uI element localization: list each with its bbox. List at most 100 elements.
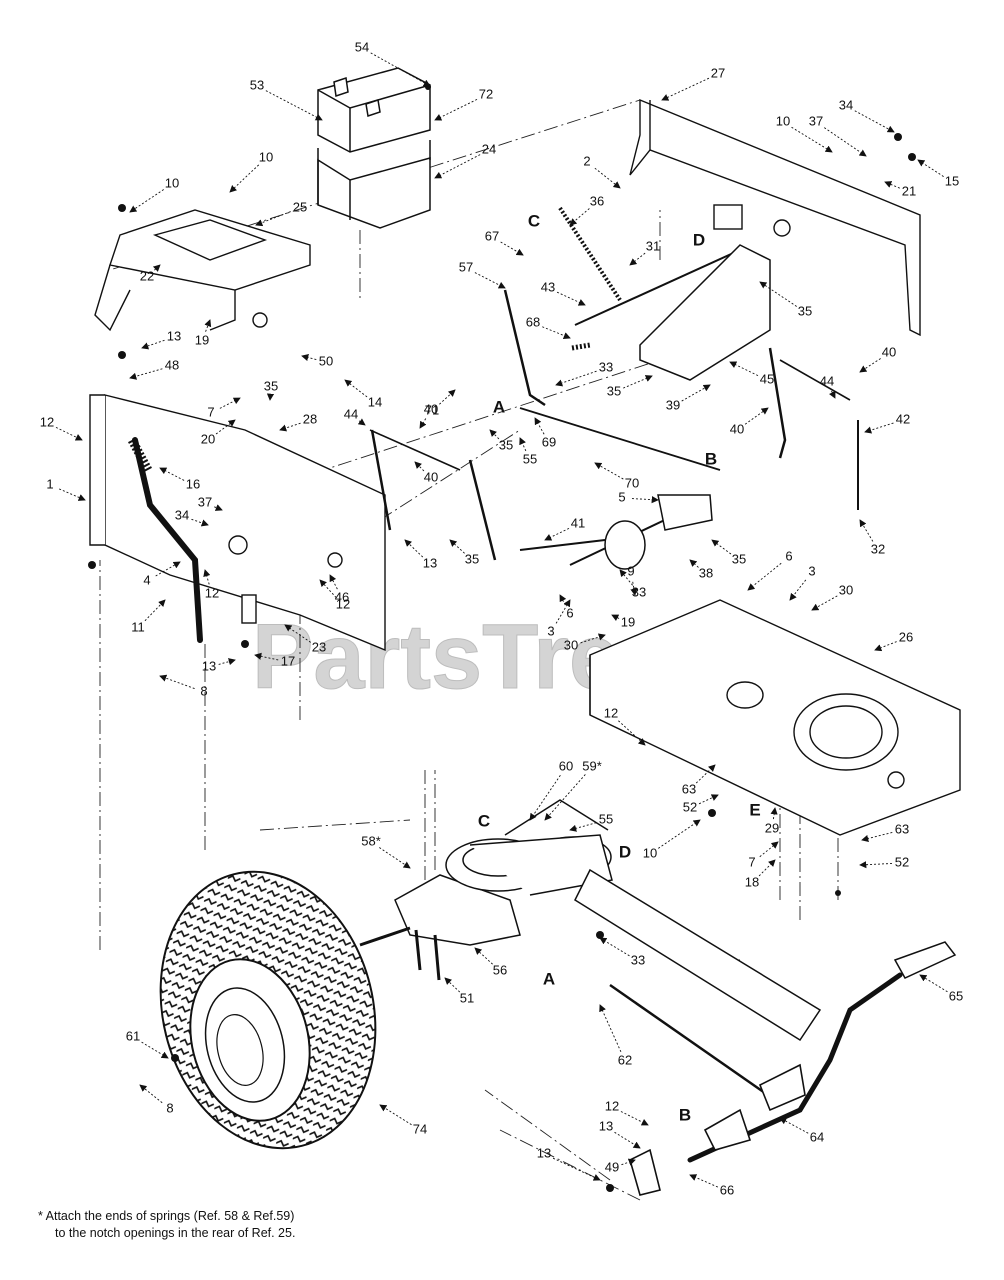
connection-letter-b-49: B bbox=[705, 449, 717, 468]
callout-40-43: 40 bbox=[424, 401, 438, 416]
leader-line-35-59 bbox=[711, 539, 732, 555]
callout-43-21: 43 bbox=[541, 279, 555, 294]
leader-line-16-50 bbox=[159, 467, 185, 481]
leader-line-35-58 bbox=[449, 539, 465, 554]
leader-line-21-9 bbox=[884, 181, 900, 189]
leader-line-56-99 bbox=[474, 947, 493, 965]
callout-49-111: 49 bbox=[605, 1159, 619, 1174]
callout-20-34: 20 bbox=[201, 431, 215, 446]
callout-67-18: 67 bbox=[485, 228, 499, 243]
leader-line-13-78 bbox=[218, 658, 236, 666]
battery-part bbox=[317, 67, 431, 153]
leader-line-59-85 bbox=[544, 774, 586, 821]
callout-62-103: 62 bbox=[618, 1052, 632, 1067]
callout-35-59: 35 bbox=[732, 551, 746, 566]
leader-line-38-65 bbox=[689, 559, 699, 568]
callout-37-53: 37 bbox=[198, 494, 212, 509]
leader-line-64-107 bbox=[779, 1117, 809, 1134]
callout-6-70: 6 bbox=[785, 548, 792, 563]
callout-18-96: 18 bbox=[745, 874, 759, 889]
leader-line-74-106 bbox=[379, 1104, 412, 1126]
connection-letter-c-15: C bbox=[528, 211, 540, 230]
leader-line-8-105 bbox=[139, 1084, 163, 1104]
leader-line-10-11 bbox=[129, 189, 164, 213]
callout-71-36: 71 bbox=[425, 402, 439, 417]
leader-line-44-39 bbox=[357, 418, 366, 426]
callout-36-14: 36 bbox=[590, 193, 604, 208]
callout-40-31: 40 bbox=[882, 344, 896, 359]
callout-56-99: 56 bbox=[493, 962, 507, 977]
callout-50-25: 50 bbox=[319, 353, 333, 368]
callout-63-92: 63 bbox=[895, 821, 909, 836]
leader-line-50-25 bbox=[301, 354, 317, 362]
connection-letter-e-88: E bbox=[749, 800, 760, 819]
leader-line-10-6 bbox=[791, 126, 833, 153]
footnote: * Attach the ends of springs (Ref. 58 & … bbox=[38, 1208, 458, 1242]
leader-line-34-5 bbox=[854, 110, 895, 133]
leader-line-51-101 bbox=[444, 977, 461, 993]
leader-line-70-52 bbox=[594, 462, 624, 480]
leader-line-15-8 bbox=[917, 159, 944, 177]
callout-55-42: 55 bbox=[523, 451, 537, 466]
leader-lines bbox=[55, 52, 948, 1188]
callout-13-24: 13 bbox=[167, 328, 181, 343]
callout-1-51: 1 bbox=[46, 476, 53, 491]
callout-33-64: 33 bbox=[632, 584, 646, 599]
leader-line-31-19 bbox=[629, 252, 646, 266]
hardware-dots bbox=[88, 84, 916, 1192]
leader-line-43-21 bbox=[556, 291, 586, 306]
leader-line-28-47 bbox=[279, 422, 301, 432]
callout-4-62: 4 bbox=[143, 572, 150, 587]
callout-3-71: 3 bbox=[808, 563, 815, 578]
callout-35-32: 35 bbox=[264, 378, 278, 393]
leader-line-40-31 bbox=[859, 358, 881, 373]
callout-17-77: 17 bbox=[281, 653, 295, 668]
leader-line-34-54 bbox=[191, 518, 209, 527]
callout-44-44: 44 bbox=[820, 373, 834, 388]
callout-31-19: 31 bbox=[646, 238, 660, 253]
leader-line-30-79 bbox=[580, 633, 606, 644]
callout-12-68: 12 bbox=[336, 596, 350, 611]
callout-5-56: 5 bbox=[618, 489, 625, 504]
callout-2-13: 2 bbox=[583, 153, 590, 168]
callout-11-66: 11 bbox=[131, 619, 145, 634]
callout-8-81: 8 bbox=[200, 683, 207, 698]
callout-15-8: 15 bbox=[945, 173, 959, 188]
leader-line-35-30 bbox=[623, 375, 653, 389]
callout-13-57: 13 bbox=[423, 555, 437, 570]
connection-letter-a-37: A bbox=[493, 397, 505, 416]
callout-12-63: 12 bbox=[205, 585, 219, 600]
callout-39-38: 39 bbox=[666, 397, 680, 412]
leader-line-55-42 bbox=[519, 437, 527, 452]
leader-line-60-83 bbox=[529, 775, 561, 821]
leader-line-42-45 bbox=[864, 422, 894, 434]
callout-33-29: 33 bbox=[599, 359, 613, 374]
callout-22-17: 22 bbox=[140, 268, 154, 283]
leader-line-14-35 bbox=[344, 379, 368, 398]
callout-52-97: 52 bbox=[895, 854, 909, 869]
callout-44-39: 44 bbox=[344, 406, 358, 421]
callout-13-112: 13 bbox=[537, 1145, 551, 1160]
leader-line-29-91 bbox=[770, 807, 778, 820]
callout-34-5: 34 bbox=[839, 97, 853, 112]
leader-line-13-24 bbox=[141, 339, 165, 350]
leader-line-25-12 bbox=[255, 211, 291, 227]
battery-bracket-part bbox=[317, 140, 431, 229]
callout-3-73: 3 bbox=[547, 623, 554, 638]
rear-tire-part bbox=[159, 870, 377, 1150]
callout-27-4: 27 bbox=[711, 65, 725, 80]
callout-19-76: 19 bbox=[621, 614, 635, 629]
leader-line-62-103 bbox=[599, 1004, 622, 1053]
leader-line-23-75 bbox=[284, 624, 311, 643]
leader-line-24-3 bbox=[434, 154, 481, 179]
leader-line-72-2 bbox=[434, 98, 478, 121]
callout-23-75: 23 bbox=[312, 639, 326, 654]
leader-line-61-104 bbox=[141, 1041, 169, 1059]
leader-line-10-89 bbox=[658, 819, 701, 849]
callout-72-2: 72 bbox=[479, 86, 493, 101]
leader-line-19-76 bbox=[611, 614, 620, 622]
leader-line-35-48 bbox=[489, 429, 500, 440]
callout-32-61: 32 bbox=[871, 541, 885, 556]
